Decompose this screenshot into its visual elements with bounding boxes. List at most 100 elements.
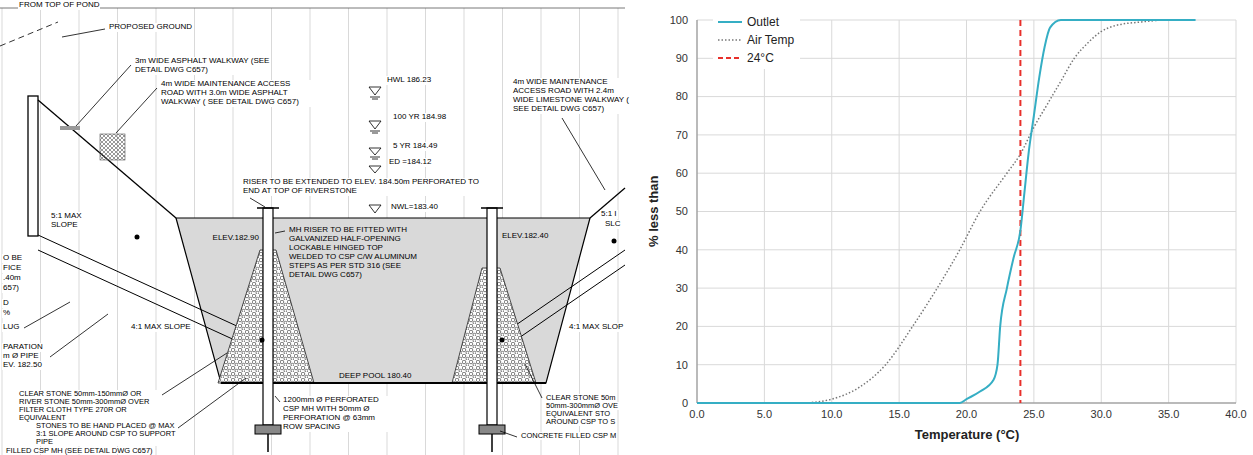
level-triangle (369, 166, 381, 173)
riser-footing (268, 434, 492, 452)
leader-line (525, 364, 542, 398)
slope-label: SLC (604, 220, 622, 229)
level-tick (370, 131, 380, 133)
grid-line (697, 326, 1236, 327)
grid-line (697, 20, 698, 403)
drawing-note: RISER TO BE EXTENDED TO ELEV. 184.50m PE… (242, 178, 484, 196)
axis-tick: 20 (675, 320, 689, 332)
legend-text: 24°C (747, 51, 774, 65)
drawing-note: 1200mm Ø PERFORATED CSP MH WITH 50mm Ø P… (282, 396, 394, 432)
drawing-note: 4m WIDE MAINTENANCE ACCESS ROAD WITH 2.4… (512, 78, 636, 114)
water-level: 5 YR 184.49 (392, 142, 438, 151)
leader-line (250, 198, 265, 207)
leader-line (50, 314, 108, 357)
drawing-note: 657) (2, 284, 20, 293)
drawing-note: FICE (2, 264, 22, 273)
limestone-block (100, 134, 125, 160)
legend-line (718, 21, 742, 23)
axis-title: % less than (648, 174, 663, 248)
drawing-grid (0, 8, 625, 455)
drawing-note: FILLED CSP MH (SEE DETAIL DWG C657) (5, 447, 154, 455)
axis-tick: 80 (675, 90, 689, 102)
legend-sample (717, 53, 743, 63)
drawing-note: STONES TO BE HAND PLACED @ MAX 3:1 SLOPE… (35, 422, 177, 446)
axis-tick: 0.0 (688, 408, 705, 420)
water-level: HWL 186.23 (386, 76, 432, 85)
elevation-label: ELEV.182.90 (212, 234, 260, 243)
outlet-curve (697, 20, 1196, 403)
axis-tick: 25.0 (1022, 408, 1045, 420)
legend-text: Air Temp (747, 33, 794, 47)
level-triangle (369, 148, 381, 155)
leader-line (178, 378, 246, 428)
riser-pipe (487, 208, 497, 425)
headwall (28, 96, 38, 236)
drawing-note: m Ø PIPE (2, 352, 40, 361)
axis-tick: 10.0 (820, 408, 843, 420)
drawing-note: LUG (2, 323, 20, 332)
drawing-note: CONCRETE FILLED CSP M (520, 432, 617, 440)
water-level: ED =184.12 (388, 158, 432, 167)
leader-line (275, 396, 280, 402)
grid-line (697, 211, 1236, 212)
legend-sample (717, 17, 743, 27)
grid-line (697, 134, 1236, 135)
bank-line (38, 100, 176, 218)
axis-line (697, 20, 698, 403)
drawing-note: D (2, 299, 10, 308)
axis-tick: 90 (675, 52, 689, 64)
drawing-note: PROPOSED GROUND (108, 23, 193, 32)
level-triangle (369, 87, 381, 95)
drawing-note: .40m (2, 274, 22, 283)
concrete-base (479, 425, 505, 434)
axis-tick: 15.0 (887, 408, 910, 420)
leader-line (500, 431, 517, 437)
pipe-line (38, 235, 263, 353)
axis-tick: 40 (675, 244, 689, 256)
air-temp-curve (805, 20, 1196, 403)
point-marker (612, 239, 617, 244)
leader-line (24, 302, 70, 328)
drawing-note: 4m WIDE MAINTENANCE ACCESS ROAD WITH 3.0… (160, 80, 314, 107)
leader-line (275, 231, 285, 233)
legend-item: Air Temp (717, 31, 794, 49)
leader-line (62, 29, 105, 37)
level-tick (370, 157, 380, 159)
grid-line (697, 288, 1236, 289)
water-area (176, 218, 590, 383)
slope-label: 5:1 MAX SLOPE (50, 212, 92, 230)
axis-tick: 40.0 (1224, 408, 1247, 420)
point-marker (135, 235, 140, 240)
proposed-ground (0, 22, 58, 46)
chart (697, 20, 1236, 403)
slope-label: 5:1 I (600, 210, 618, 219)
drawing-note: MH RISER TO BE FITTED WITH GALVANIZED HA… (288, 226, 420, 280)
drawing-note: O BE (2, 254, 23, 263)
elevation-label: ELEV.182.40 (501, 232, 549, 241)
point-marker (260, 338, 265, 343)
level-triangle (369, 205, 381, 213)
axis-tick: 60 (675, 167, 689, 179)
axis-tick: 0 (681, 397, 689, 409)
concrete-base (255, 425, 281, 434)
axis-tick: 10 (675, 359, 689, 371)
axis-tick: 20.0 (955, 408, 978, 420)
leader-line (116, 88, 157, 133)
reference-line (1019, 20, 1021, 403)
axis-tick: 30 (675, 282, 689, 294)
drawing-note: AROUND CSP TO S (545, 418, 616, 426)
chart-legend: OutletAir Temp24°C (713, 11, 800, 69)
riser-cap (257, 207, 503, 209)
axis-tick: 70 (675, 129, 689, 141)
asphalt-walkway (60, 126, 80, 130)
drawing-note: 3m WIDE ASPHALT WALKWAY (SEE DETAIL DWG … (134, 57, 271, 75)
axis-tick: 5.0 (756, 408, 773, 420)
grid-line (697, 96, 1236, 97)
level-triangle (369, 121, 381, 129)
axis-title: Temperature (°C) (914, 428, 1021, 443)
axis-tick: 50 (675, 205, 689, 217)
legend-line (718, 57, 742, 59)
drawing-note: PARATION (2, 343, 44, 352)
level-tick (370, 97, 380, 99)
